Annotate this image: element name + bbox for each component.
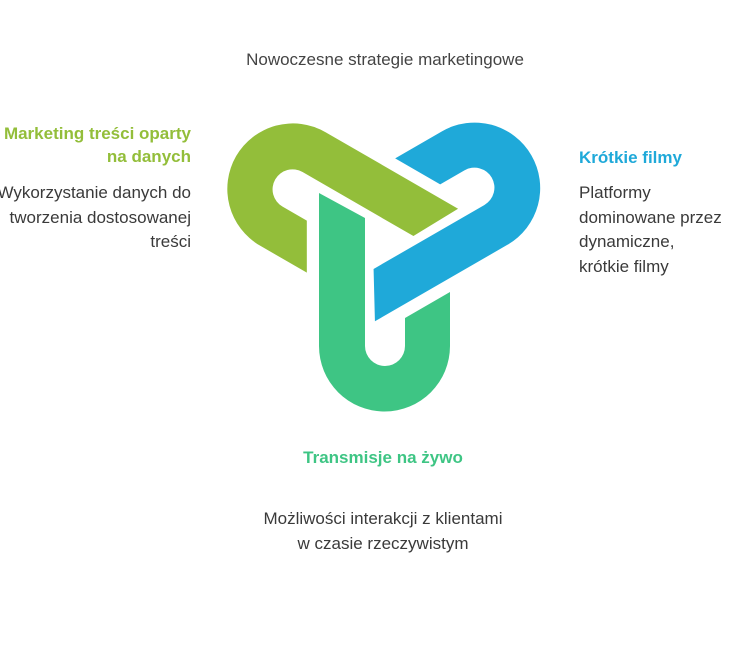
- live-streams-description: Możliwości interakcji z klientami w czas…: [263, 509, 503, 553]
- short-videos-description: Platformy dominowane przez dynamiczne, k…: [579, 183, 722, 276]
- diagram-title: Nowoczesne strategie marketingowe: [246, 50, 524, 69]
- link-data-content: [227, 123, 459, 273]
- data-content-heading: Marketing treści oparty na danych: [3, 124, 191, 166]
- link-short-videos: [373, 122, 541, 322]
- live-streams-heading: Transmisje na żywo: [303, 448, 463, 467]
- link-live-streams: [319, 193, 450, 412]
- short-videos-heading: Krótkie filmy: [579, 148, 682, 167]
- data-content-description: Wykorzystanie danych do tworzenia dostos…: [0, 183, 191, 251]
